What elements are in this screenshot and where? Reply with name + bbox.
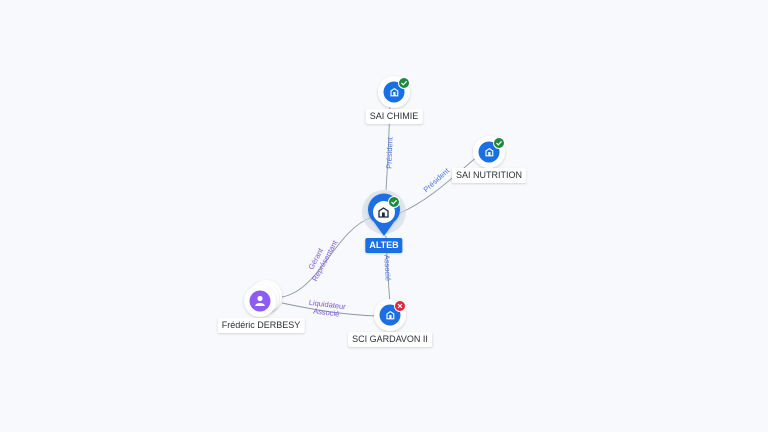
- node-label-sai-chimie: SAI CHIMIE: [365, 109, 423, 124]
- node-label-sai-nutrition: SAI NUTRITION: [451, 168, 527, 183]
- node-label-alteb: ALTEB: [365, 238, 403, 253]
- node-sai-chimie[interactable]: [378, 76, 410, 108]
- node-label-frederic-derbesy: Frédéric DERBESY: [217, 318, 305, 333]
- edge-label-alteb-sai-nutrition: Président: [422, 166, 452, 195]
- check-badge-icon: [398, 77, 410, 89]
- node-sci-gardavon[interactable]: [374, 299, 406, 331]
- person-icon: [255, 295, 265, 306]
- cross-badge-icon: [394, 300, 406, 312]
- edge-frederic-sci-gardavon: [281, 302, 379, 317]
- node-sai-nutrition[interactable]: [473, 136, 505, 168]
- edge-label-frederic-sci-associe: Associé: [313, 306, 340, 318]
- edge-label-alteb-sai-chimie: Président: [384, 136, 394, 169]
- edge-frederic-alteb: [281, 216, 373, 298]
- node-label-sci-gardavon: SCI GARDAVON II: [348, 332, 432, 347]
- edge-label-alteb-sci-gardavon: Associé: [382, 255, 392, 282]
- check-badge-icon: [493, 137, 505, 149]
- edge-alteb-sai-nutrition: [399, 155, 479, 214]
- node-frederic-derbesy[interactable]: [244, 280, 282, 317]
- node-alteb[interactable]: [362, 190, 406, 236]
- check-badge-icon: [388, 196, 400, 208]
- building-icon: [378, 207, 389, 218]
